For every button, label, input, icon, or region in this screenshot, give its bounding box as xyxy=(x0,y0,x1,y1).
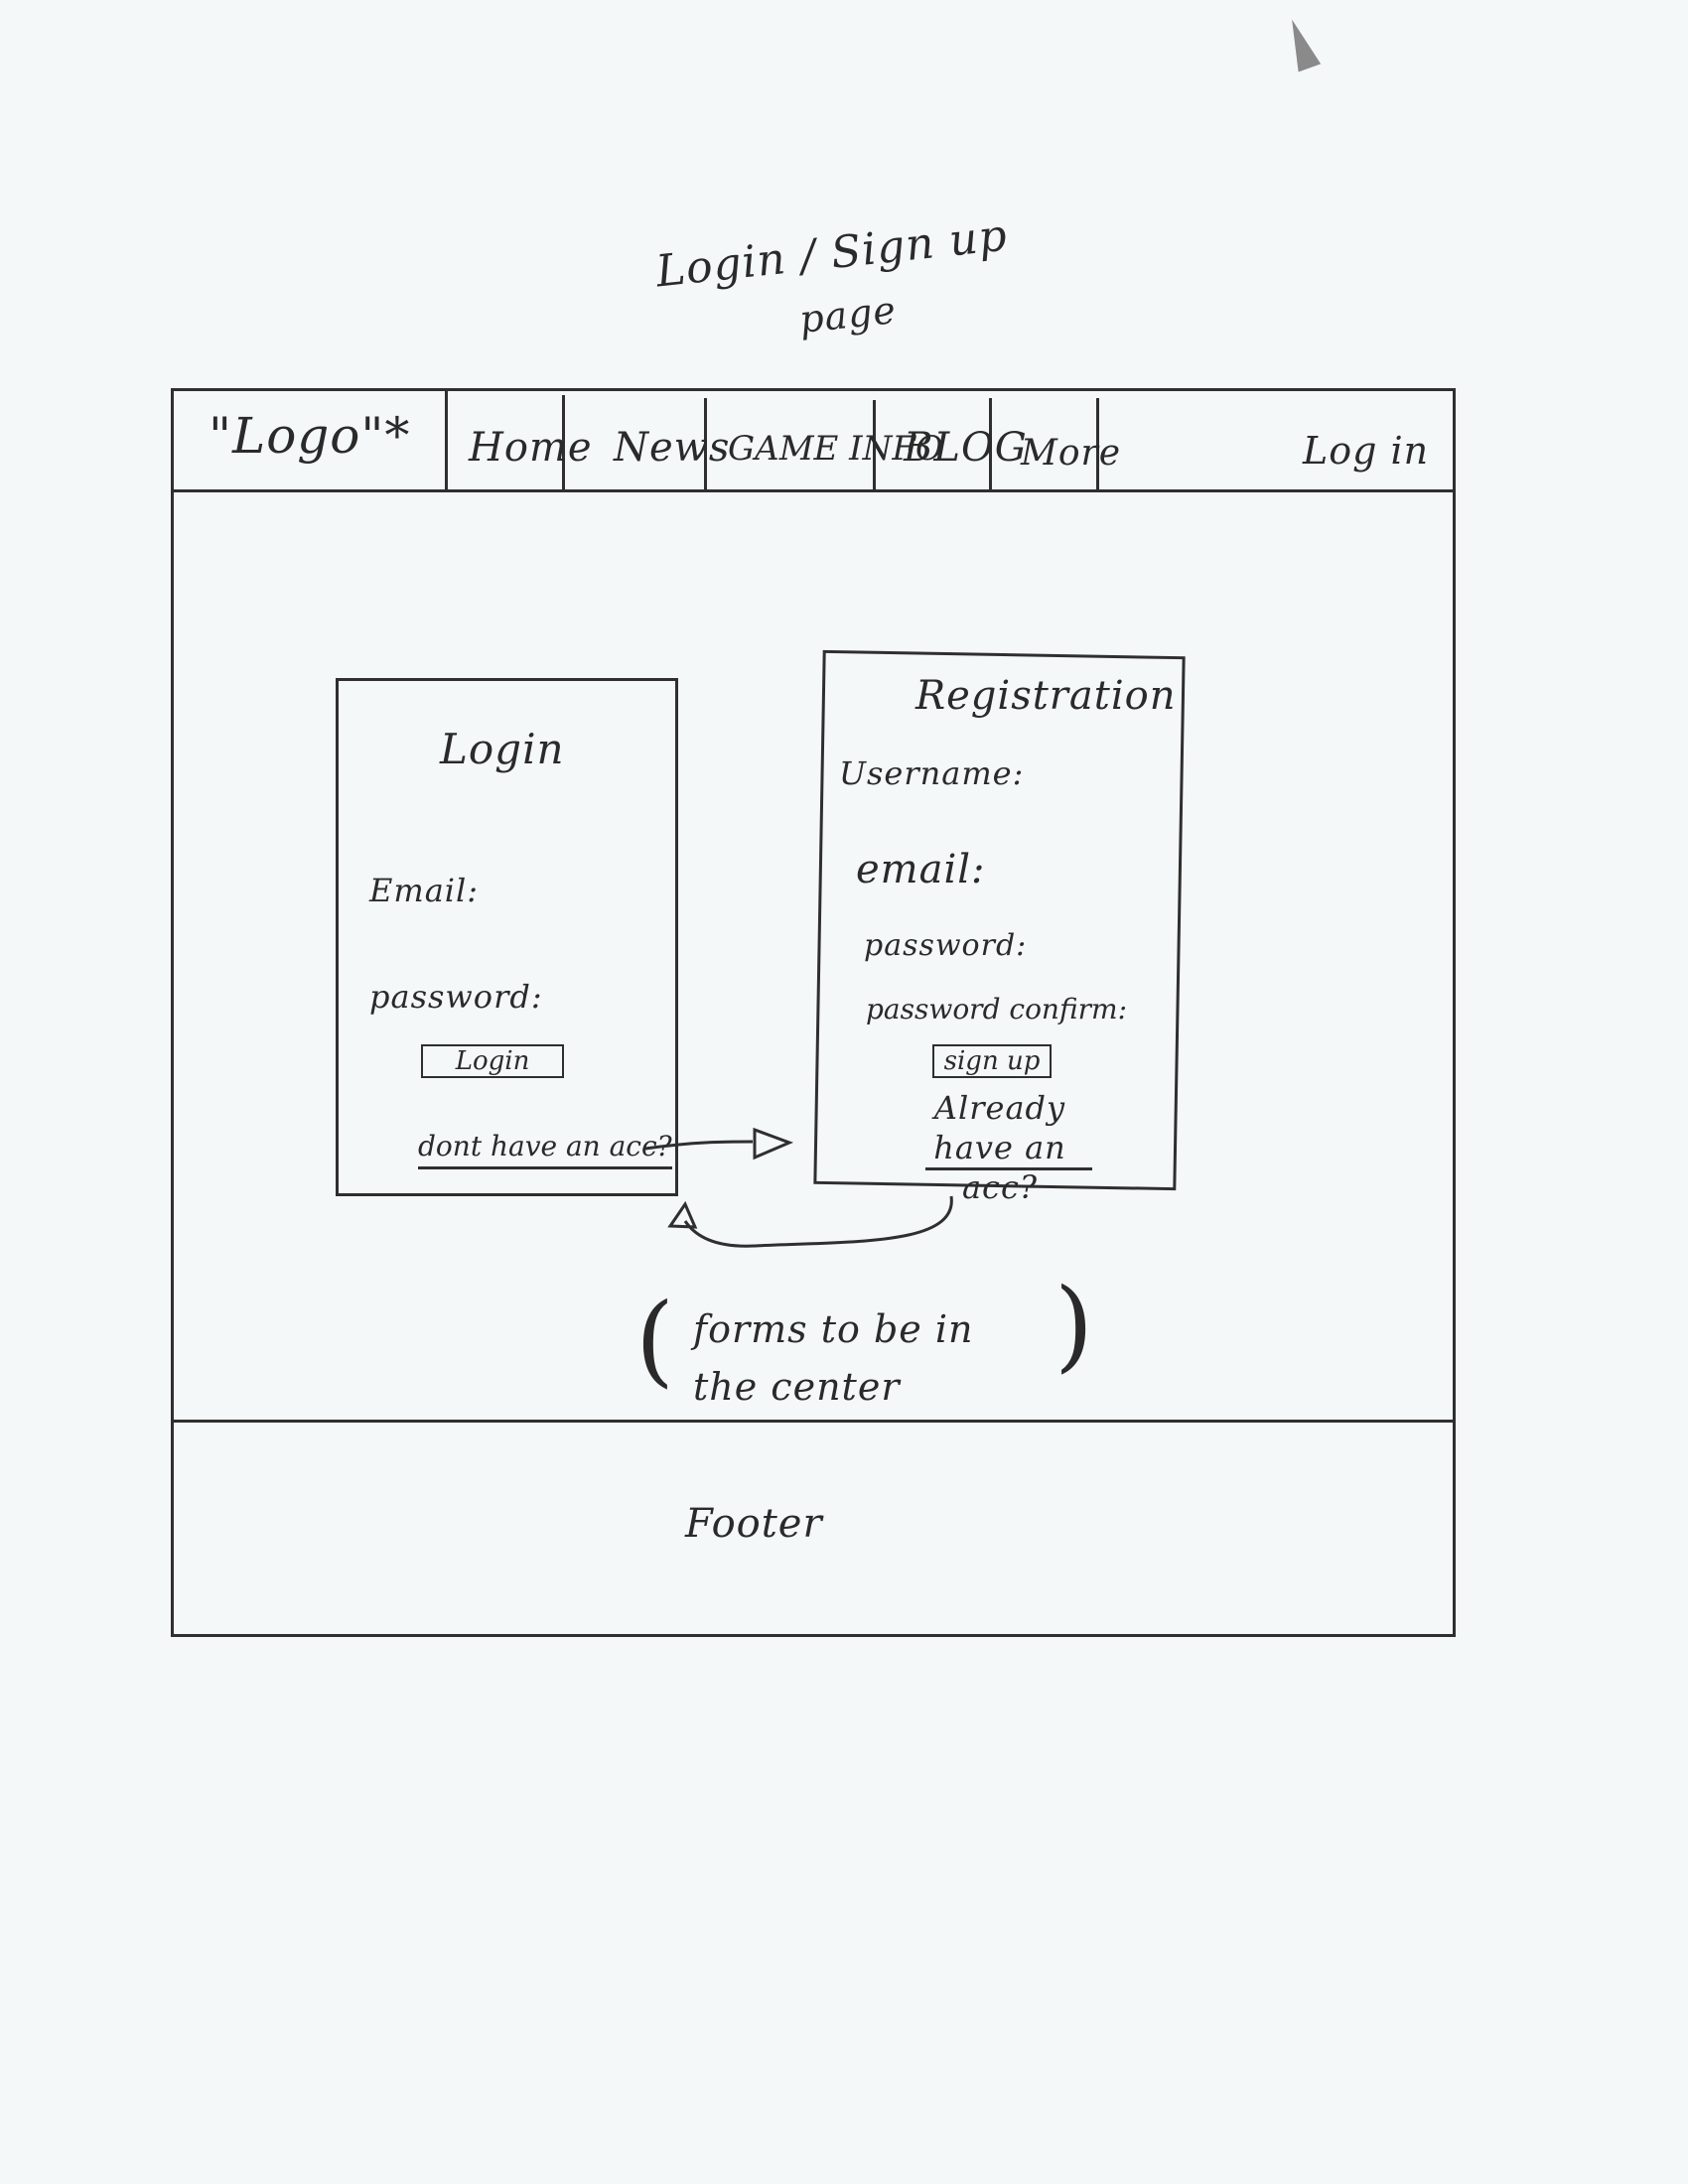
registration-username-label: Username: xyxy=(839,754,1025,792)
login-switch-underline xyxy=(925,1167,1092,1170)
arrow-to-login xyxy=(683,1195,953,1248)
note-open-paren: ( xyxy=(635,1282,676,1398)
nav-item-news[interactable]: News xyxy=(614,425,731,471)
nav-divider xyxy=(1096,398,1099,492)
nav-item-more[interactable]: More xyxy=(1021,433,1122,474)
nav-divider xyxy=(445,388,448,492)
layout-note: forms to be in the center xyxy=(693,1307,974,1409)
nav-divider xyxy=(562,395,565,492)
note-close-paren: ) xyxy=(1055,1267,1095,1383)
nav-divider xyxy=(873,400,876,492)
nav-divider xyxy=(989,398,992,492)
nav-item-home[interactable]: Home xyxy=(469,425,593,471)
logo[interactable]: "Logo"* xyxy=(209,407,411,465)
registration-password-label: password: xyxy=(864,928,1028,963)
registration-password-confirm-label: password confirm: xyxy=(866,993,1128,1025)
nav-item-blog[interactable]: BLOG xyxy=(904,425,1028,471)
login-form-title: Login xyxy=(440,725,565,773)
login-button[interactable]: Login xyxy=(421,1044,564,1078)
registration-form-title: Registration xyxy=(915,673,1177,719)
nav-login-link[interactable]: Log in xyxy=(1303,429,1430,473)
arrow-to-login-head xyxy=(667,1200,698,1229)
wireframe-frame xyxy=(171,388,1456,1637)
signup-button[interactable]: sign up xyxy=(932,1044,1052,1078)
navbar xyxy=(171,388,1456,492)
login-switch-link[interactable]: Already have an acc? xyxy=(933,1089,1066,1206)
nav-divider xyxy=(704,398,707,492)
footer-label: Footer xyxy=(685,1501,823,1547)
login-password-label: password: xyxy=(369,978,543,1016)
footer xyxy=(171,1420,1456,1637)
arrow-to-registration xyxy=(644,1140,754,1151)
signup-switch-link[interactable]: dont have an acc? xyxy=(418,1130,672,1169)
login-form xyxy=(336,678,678,1196)
arrow-to-registration-head xyxy=(753,1127,794,1160)
registration-email-label: email: xyxy=(856,847,986,892)
nav-item-game-info[interactable]: GAME INFO xyxy=(728,429,943,469)
login-email-label: Email: xyxy=(369,872,480,909)
